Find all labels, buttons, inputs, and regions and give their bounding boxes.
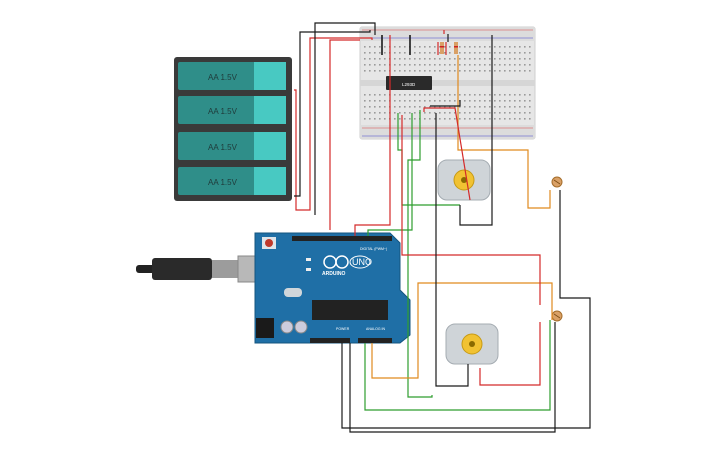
wire-black — [459, 35, 493, 226]
wire-green — [364, 320, 551, 411]
microcontroller-chip — [312, 300, 388, 320]
wire-black — [341, 190, 591, 429]
digital-header — [292, 236, 392, 241]
wire-green — [367, 113, 413, 236]
analog-label: ANALOG IN — [366, 327, 386, 331]
driver-chip-label: L293D — [402, 82, 416, 87]
driver-chip[interactable]: L293D — [386, 76, 432, 90]
battery-cell: AA 1.5V — [178, 132, 286, 160]
reset-button[interactable] — [265, 239, 273, 247]
digital-header-label: DIGITAL (PWM~) — [360, 247, 387, 251]
wire-black — [430, 100, 461, 107]
power-header — [310, 338, 350, 343]
wire-red — [329, 39, 360, 230]
battery-label: AA 1.5V — [208, 107, 238, 116]
battery-label: AA 1.5V — [208, 143, 238, 152]
wire-red — [354, 35, 391, 236]
battery-pack[interactable]: AA 1.5V AA 1.5V AA 1.5V AA 1.5V — [174, 57, 292, 201]
wire-red — [294, 37, 373, 211]
battery-label: AA 1.5V — [208, 73, 238, 82]
arduino-uno-board[interactable]: DIGITAL (PWM~) UNO ARDUINO POWER ANALOG … — [254, 232, 411, 344]
wire-red — [401, 115, 541, 305]
battery-cell: AA 1.5V — [178, 167, 286, 195]
photoresistor-top[interactable] — [551, 176, 563, 188]
wire-orange — [457, 55, 551, 209]
dc-motor-top[interactable] — [437, 159, 491, 201]
battery-cell: AA 1.5V — [178, 62, 286, 90]
brand-text: ARDUINO — [322, 271, 345, 277]
photoresistor-bottom[interactable] — [551, 310, 563, 322]
power-jack[interactable] — [256, 318, 274, 338]
usb-cable[interactable] — [136, 255, 273, 283]
breadboard[interactable] — [359, 26, 536, 140]
wire-black — [435, 113, 469, 387]
wire-green — [407, 110, 433, 398]
wire-black — [349, 322, 556, 433]
wire-red — [479, 322, 541, 386]
wires — [294, 22, 591, 433]
battery-label: AA 1.5V — [208, 178, 238, 187]
wire-black — [314, 22, 376, 215]
battery-cell: AA 1.5V — [178, 96, 286, 124]
dc-motor-bottom[interactable] — [445, 323, 499, 365]
wire-red — [423, 107, 471, 201]
arduino-logo: UNO ARDUINO — [322, 255, 372, 277]
analog-header — [358, 338, 392, 343]
resistors — [440, 42, 458, 54]
wire-black — [294, 30, 371, 197]
wire-orange — [371, 282, 553, 379]
power-label: POWER — [336, 327, 350, 331]
model-text: UNO — [352, 257, 372, 267]
